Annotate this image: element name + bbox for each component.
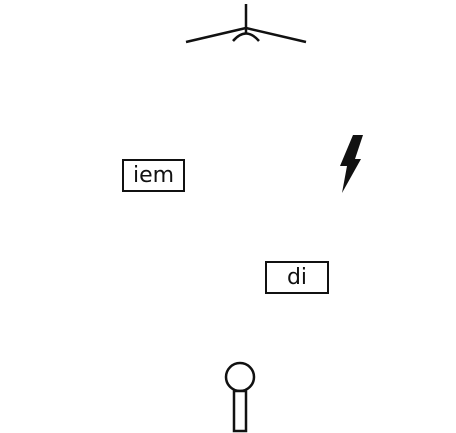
microphone-icon: [224, 361, 256, 433]
antenna-icon: [185, 4, 307, 44]
iem-label-box: iem: [122, 159, 185, 192]
lightning-bolt-icon: [340, 135, 363, 193]
iem-label: iem: [132, 162, 175, 188]
di-label-box: di: [265, 261, 329, 294]
di-label: di: [286, 264, 308, 290]
